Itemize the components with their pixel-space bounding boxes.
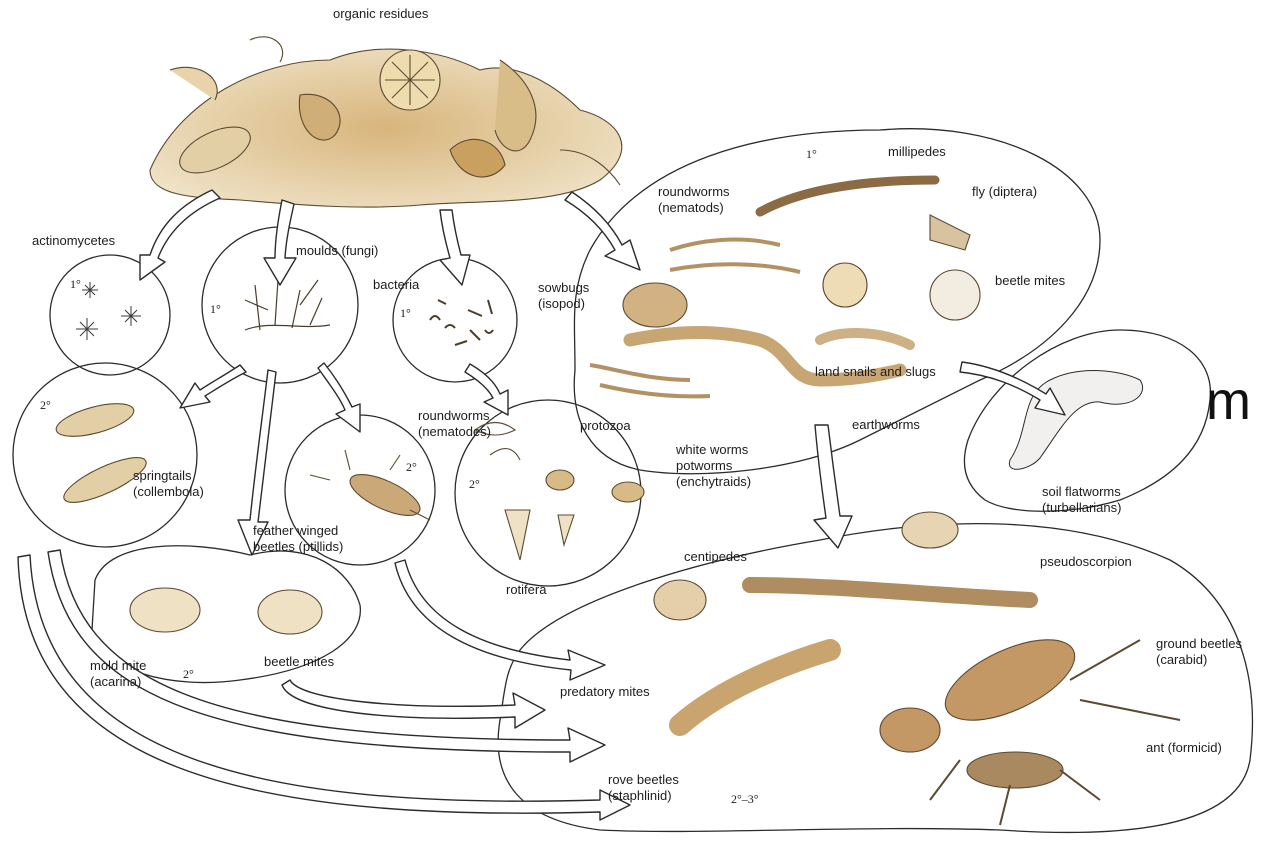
rotifera-label: rotifera bbox=[506, 582, 546, 598]
order-protozoa: 2° bbox=[469, 477, 480, 492]
order-millipedes: 1° bbox=[806, 147, 817, 162]
millipedes-label: millipedes bbox=[888, 144, 946, 160]
springtails-label: springtails (collembola) bbox=[133, 468, 204, 500]
order-springtails: 2° bbox=[40, 398, 51, 413]
roundworms-mid-label: roundworms (nematodes) bbox=[418, 408, 491, 440]
protozoa-organisms bbox=[475, 423, 644, 561]
mold-mite-label: mold mite (acarina) bbox=[90, 658, 146, 690]
springtails-circle bbox=[13, 363, 197, 547]
moulds-label: moulds (fungi) bbox=[296, 243, 378, 259]
actinomycetes-organisms bbox=[76, 282, 141, 340]
mites-organisms bbox=[130, 588, 322, 634]
order-mites: 2° bbox=[183, 667, 194, 682]
feather-winged-label: feather winged beetles (ptillids) bbox=[253, 523, 343, 555]
ground-beetles-label: ground beetles (carabid) bbox=[1156, 636, 1242, 668]
beetle-mites-top-label: beetle mites bbox=[995, 273, 1065, 289]
sowbugs-label: sowbugs (isopod) bbox=[538, 280, 589, 312]
order-feather-winged: 2° bbox=[406, 460, 417, 475]
beetle-mites-bottom-label: beetle mites bbox=[264, 654, 334, 670]
actinomycetes-circle bbox=[50, 255, 170, 375]
roundworms-top-label: roundworms (nematods) bbox=[658, 184, 730, 216]
moulds-organisms bbox=[245, 280, 330, 330]
pseudoscorpion-label: pseudoscorpion bbox=[1040, 554, 1132, 570]
margin-glyph: m bbox=[1206, 374, 1251, 428]
predatory-mites-label: predatory mites bbox=[560, 684, 650, 700]
rove-beetles-label: rove beetles (staphlinid) bbox=[608, 772, 679, 804]
land-snails-label: land snails and slugs bbox=[815, 364, 936, 380]
bacteria-label: bacteria bbox=[373, 277, 419, 293]
earthworms-label: earthworms bbox=[852, 417, 920, 433]
ant-label: ant (formicid) bbox=[1146, 740, 1222, 756]
order-moulds: 1° bbox=[210, 302, 221, 317]
order-bacteria: 1° bbox=[400, 306, 411, 321]
organic-residues-label: organic residues bbox=[333, 6, 428, 22]
order-predators: 2°–3° bbox=[731, 792, 759, 807]
centipedes-label: centipedes bbox=[684, 549, 747, 565]
actinomycetes-label: actinomycetes bbox=[32, 233, 115, 249]
bacteria-organisms bbox=[430, 300, 493, 345]
fly-label: fly (diptera) bbox=[972, 184, 1037, 200]
order-actinomycetes: 1° bbox=[70, 277, 81, 292]
organic-residues-illustration bbox=[150, 37, 622, 207]
white-worms-label: white worms potworms (enchytraids) bbox=[676, 442, 751, 490]
protozoa-label: protozoa bbox=[580, 418, 631, 434]
soil-flatworms-label: soil flatworms (turbellarians) bbox=[1042, 484, 1121, 516]
